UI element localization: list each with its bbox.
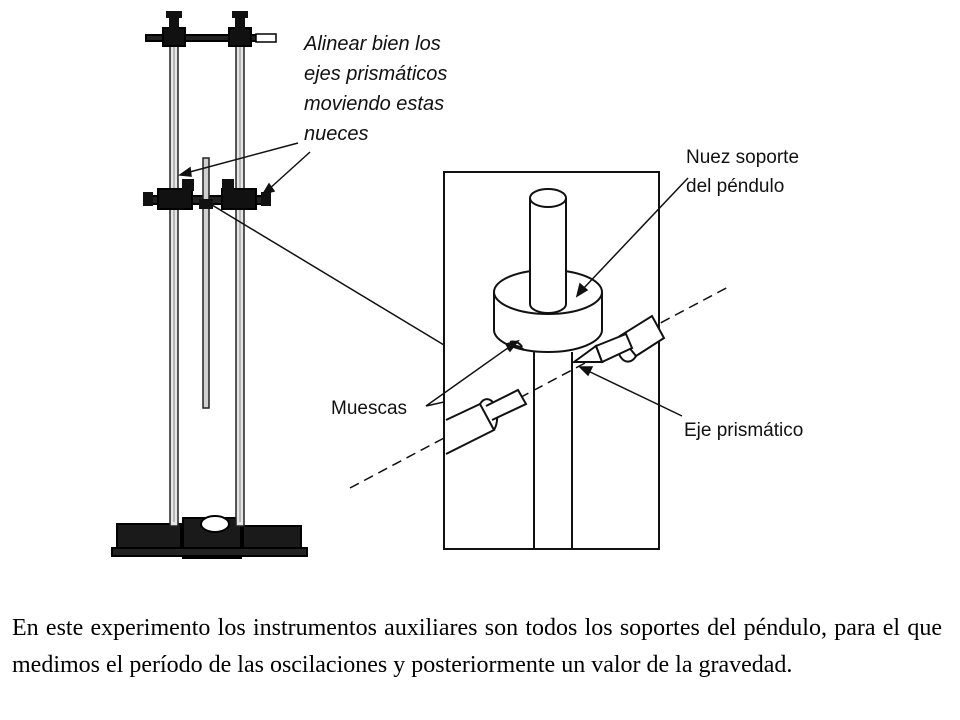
pendulum-apparatus-diagram: Alinear bien los ejes prismáticos movien… xyxy=(111,11,804,559)
notches-label: Muescas xyxy=(331,398,407,419)
pendulum-nut-label: Nuez soporte del péndulo xyxy=(686,147,804,197)
pendulum-nut-line-2: del péndulo xyxy=(686,176,784,197)
stand-apparatus xyxy=(111,11,308,559)
nut-instruction-label: Alinear bien los ejes prismáticos movien… xyxy=(303,33,453,145)
pendulum-shaft xyxy=(533,352,573,549)
stand-rods xyxy=(169,35,245,527)
nut-instruction-line-1: Alinear bien los xyxy=(303,33,441,55)
nut-instruction-arrows xyxy=(177,142,311,196)
detail-arrows xyxy=(425,177,689,417)
nut-instruction-line-2: ejes prismáticos xyxy=(304,63,447,85)
zoom-detail xyxy=(349,171,731,550)
right-axis-piece xyxy=(570,314,666,364)
pendulum-rod xyxy=(199,157,213,409)
prismatic-axis-label: Eje prismático xyxy=(684,420,803,441)
nut-instruction-line-4: nueces xyxy=(304,123,369,145)
nut-instruction-line-3: moviendo estas xyxy=(304,93,444,115)
prismatic-axis-line xyxy=(349,285,731,489)
left-axis-piece xyxy=(445,388,528,455)
pendulum-nut-line-1: Nuez soporte xyxy=(686,147,799,168)
caption-paragraph: En este experimento los instrumentos aux… xyxy=(12,615,942,678)
top-crossbar xyxy=(145,11,277,47)
stand-base xyxy=(111,515,308,559)
zoom-leader-line xyxy=(211,204,445,346)
top-cylinder xyxy=(529,188,567,314)
